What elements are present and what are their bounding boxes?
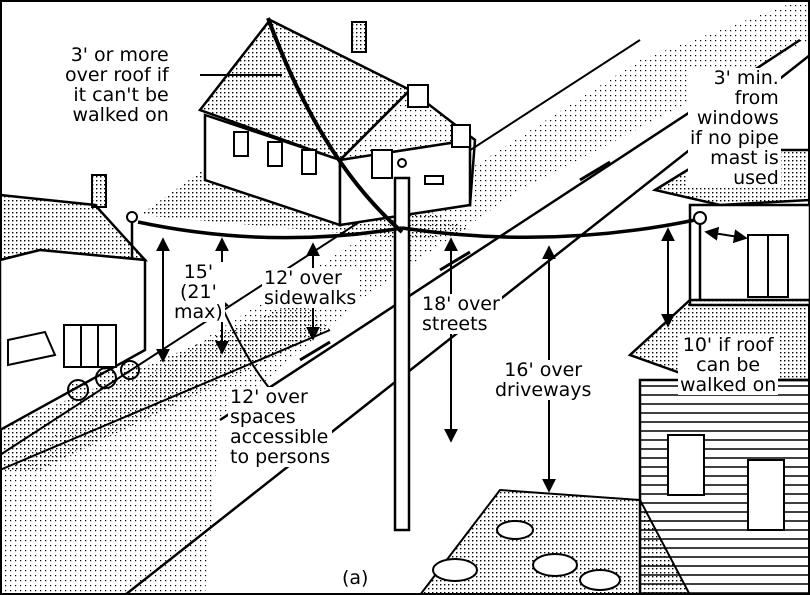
- walkable-roof-label: 10' if roof can be walked on: [678, 335, 778, 395]
- driveways-label: 16' over driveways: [493, 360, 593, 400]
- sidewalks-label: 12' over sidewalks: [262, 268, 358, 308]
- utility-pole: [395, 159, 409, 530]
- dropline-max-label: 15' (21' max): [172, 262, 225, 322]
- window-clearance-label: 3' min. from windows if no pipe mast is …: [688, 68, 781, 188]
- figure-caption: (a): [340, 568, 370, 588]
- roof-clearance-label: 3' or more over roof if it can't be walk…: [63, 45, 171, 125]
- streets-label: 18' over streets: [420, 294, 502, 334]
- back-house: [140, 20, 475, 240]
- accessible-spaces-label: 12' over spaces accessible to persons: [228, 387, 332, 467]
